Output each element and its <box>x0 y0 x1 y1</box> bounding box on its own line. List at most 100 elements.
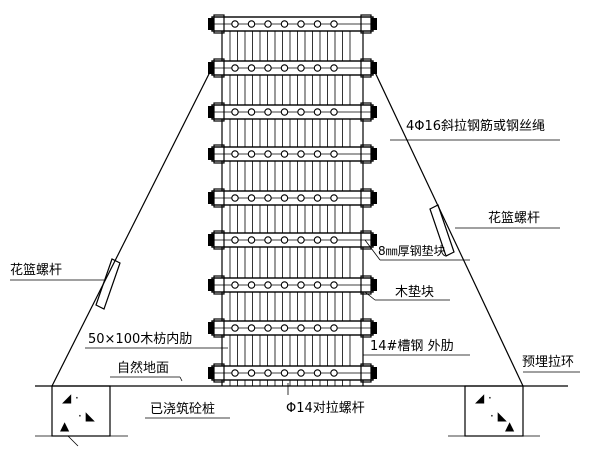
label-diagonal-rebar: 4Φ16斜拉钢筋或钢丝绳 <box>406 118 545 134</box>
bolt-head <box>264 194 272 202</box>
waler-end-nut <box>371 234 377 246</box>
waler-end-nut <box>208 62 214 74</box>
wood-pad-block <box>360 188 372 208</box>
bolt-head <box>297 108 305 116</box>
bolt-head <box>330 281 338 289</box>
bolt-head <box>313 64 322 72</box>
bolt-head <box>313 108 322 116</box>
svg-text:· ◣: · ◣ <box>490 409 508 423</box>
bolt-head <box>330 236 338 244</box>
waler-end-nut <box>371 192 377 204</box>
wood-pad-block <box>213 14 225 34</box>
left-turnbuckle <box>95 258 121 310</box>
bolt-head <box>247 281 256 289</box>
bolt-head <box>231 64 239 72</box>
bolt-head <box>297 150 305 158</box>
bolt-head <box>231 281 239 289</box>
bolt-head <box>280 369 289 377</box>
bolt-head <box>330 194 338 202</box>
waler-end-nut <box>208 322 214 334</box>
bolt-head <box>313 369 322 377</box>
label-pile: 已浇筑砼桩 <box>150 401 215 417</box>
bolt-head <box>280 194 289 202</box>
waler-end-nut <box>371 62 377 74</box>
wood-pad-block <box>360 275 372 295</box>
bolt-head <box>247 150 256 158</box>
wood-pad-block <box>360 58 372 78</box>
bolt-head <box>247 194 256 202</box>
bolt-head <box>330 324 338 332</box>
waler-end-nut <box>208 148 214 160</box>
left-diagonal-brace <box>51 67 213 387</box>
waler-end-nut <box>208 192 214 204</box>
bolt-head <box>247 324 256 332</box>
bolt-head <box>231 369 239 377</box>
wood-pad-block <box>213 363 225 383</box>
bolt-head <box>313 324 322 332</box>
label-ground: 自然地面 <box>117 360 169 376</box>
bolt-head <box>280 64 289 72</box>
waler-end-nut <box>371 322 377 334</box>
wood-pad-block <box>213 102 225 122</box>
right-turnbuckle <box>429 204 455 257</box>
svg-text:▲: ▲ <box>505 419 515 433</box>
bolt-head <box>330 150 338 158</box>
bolt-head <box>264 150 272 158</box>
bolt-head <box>280 236 289 244</box>
bolt-head <box>297 236 305 244</box>
waler-end-nut <box>208 106 214 118</box>
bolt-head <box>330 369 338 377</box>
svg-text:▲: ▲ <box>60 419 70 433</box>
bolt-head <box>264 20 272 28</box>
svg-text:· ◣: · ◣ <box>78 409 96 423</box>
label-steel-pad: 8㎜厚钢垫块 <box>378 243 446 258</box>
wood-pad-block <box>360 14 372 34</box>
wood-pad-block <box>213 188 225 208</box>
label-embedded-ring: 预埋拉环 <box>522 355 574 370</box>
right-pile: ◢ · · ◣ ▲ <box>448 385 540 437</box>
bolt-head <box>313 150 322 158</box>
label-turnbuckle-right: 花篮螺杆 <box>488 210 540 226</box>
wood-pad-block <box>360 230 372 250</box>
bolt-head <box>280 281 289 289</box>
waler-end-nut <box>371 367 377 379</box>
right-diagonal-brace <box>372 67 524 387</box>
bolt-head <box>297 369 305 377</box>
bolt-head <box>313 20 322 28</box>
bolt-head <box>297 20 305 28</box>
bolt-head <box>313 281 322 289</box>
wood-pad-block <box>360 363 372 383</box>
bolt-head <box>231 108 239 116</box>
bolt-head <box>297 64 305 72</box>
waler-end-nut <box>371 106 377 118</box>
bolt-head <box>280 324 289 332</box>
label-wood-pad: 木垫块 <box>395 284 434 300</box>
label-inner-rib: 50×100木枋内肋 <box>88 331 192 347</box>
svg-text:◢ ·: ◢ · <box>475 391 492 405</box>
left-pile: ◢ · · ◣ ▲ <box>35 385 128 447</box>
label-tie-bolt: Φ14对拉螺杆 <box>286 401 365 416</box>
wood-pad-block <box>360 318 372 338</box>
bolt-head <box>231 324 239 332</box>
waler-end-nut <box>208 367 214 379</box>
waler-end-nut <box>208 234 214 246</box>
bolt-head <box>247 64 256 72</box>
column-formwork <box>208 14 377 386</box>
wood-pad-block <box>213 58 225 78</box>
bolt-head <box>280 150 289 158</box>
bolt-head <box>231 20 239 28</box>
wood-pad-block <box>360 102 372 122</box>
bolt-head <box>247 20 256 28</box>
bolt-head <box>297 324 305 332</box>
bolt-head <box>247 108 256 116</box>
bolt-head <box>330 108 338 116</box>
bolt-head <box>280 108 289 116</box>
bolt-head <box>330 64 338 72</box>
waler-end-nut <box>371 148 377 160</box>
wood-pad-block <box>213 144 225 164</box>
bolt-head <box>247 369 256 377</box>
bolt-head <box>297 194 305 202</box>
bolt-head <box>264 108 272 116</box>
